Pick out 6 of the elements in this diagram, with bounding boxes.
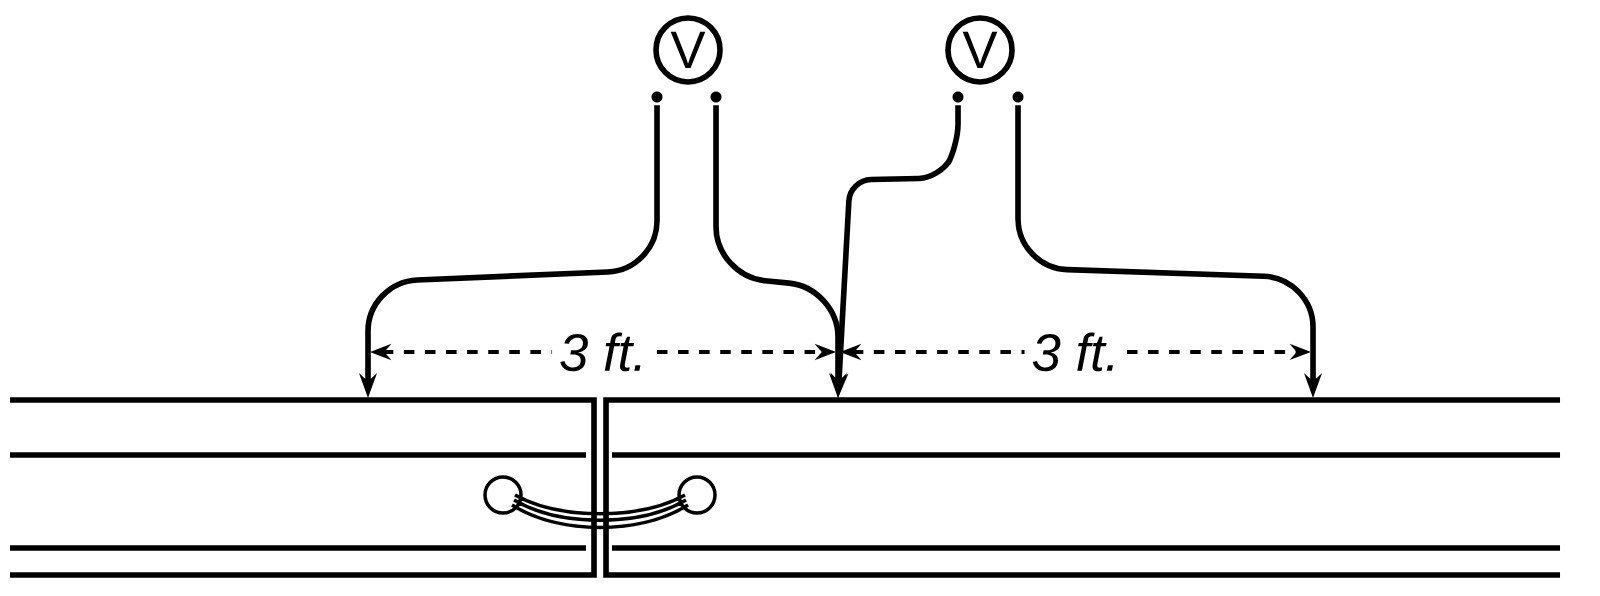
dimension-label: 3 ft. (1024, 325, 1127, 379)
terminal-post (952, 91, 964, 103)
terminal-post (651, 91, 663, 103)
terminal-post (710, 91, 722, 103)
terminal-post (1012, 91, 1024, 103)
dimension-label: 3 ft. (552, 325, 654, 379)
